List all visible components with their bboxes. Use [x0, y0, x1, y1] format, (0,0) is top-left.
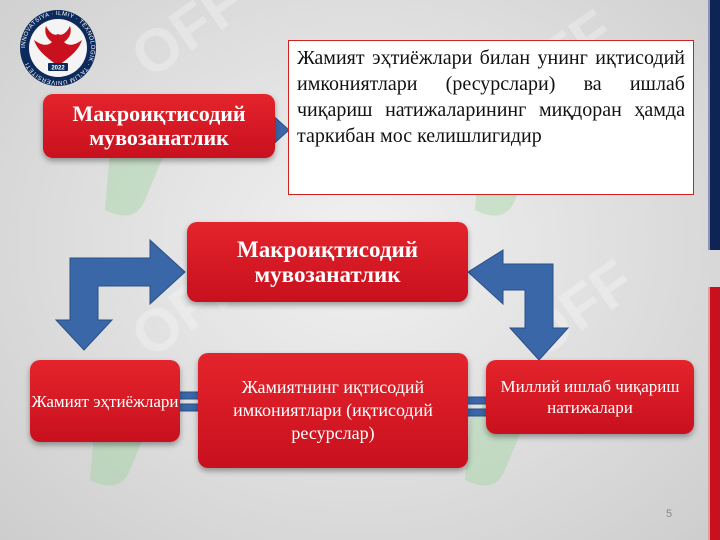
- resources-text: Жамиятнинг иқтисодий имкониятлари (иқтис…: [233, 377, 433, 443]
- center-title-text: Макроиқтисодий мувозанатлик: [237, 237, 418, 287]
- side-accent-navy: [708, 0, 720, 250]
- definition-box: Жамият эҳтиёжлари билан унинг иқтисодий …: [288, 40, 694, 195]
- bent-arrow-left-icon: [54, 238, 186, 351]
- page-number: 5: [666, 508, 673, 520]
- needs-text: Жамият эҳтиёжлари: [31, 391, 179, 411]
- center-title-box: Макроиқтисодий мувозанатлик: [187, 222, 468, 302]
- university-logo: INNOVATSIYA · ILMIY · TEXNOLOGIK · TA'LI…: [20, 10, 96, 86]
- top-title-box: Макроиқтисодий мувозанатлик: [43, 94, 275, 158]
- production-box: Миллий ишлаб чиқариш натижалари: [486, 360, 694, 434]
- needs-box: Жамият эҳтиёжлари: [30, 360, 180, 442]
- resources-box: Жамиятнинг иқтисодий имкониятлари (иқтис…: [198, 353, 468, 468]
- side-accent-red: [708, 287, 720, 540]
- phoenix-icon: [34, 26, 82, 66]
- logo-year: 2022: [51, 66, 65, 72]
- bent-arrow-right-icon: [467, 249, 570, 361]
- production-text: Миллий ишлаб чиқариш натижалари: [500, 377, 680, 417]
- definition-text: Жамият эҳтиёжлари билан унинг иқтисодий …: [297, 47, 685, 147]
- top-title-text: Макроиқтисодий мувозанатлик: [72, 101, 246, 150]
